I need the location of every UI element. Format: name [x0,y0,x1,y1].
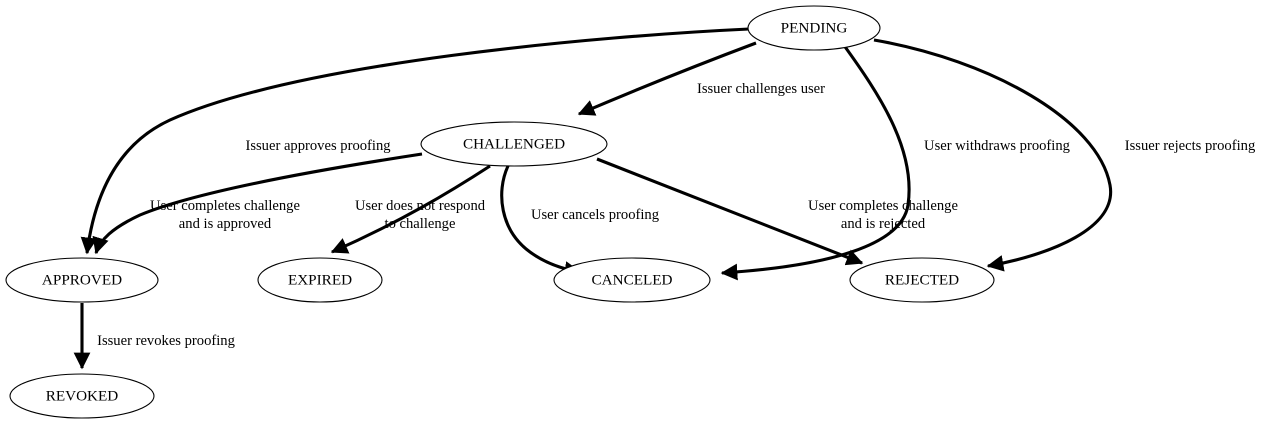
edge-pending-canceled [720,43,911,281]
node-expired[interactable]: EXPIRED [257,257,383,303]
node-approved-ellipse[interactable] [5,257,159,303]
edge-challenged-approved [92,152,423,255]
node-pending-label: PENDING [781,19,848,36]
edge-label-challenged-approved-line1: User completes challenge [150,198,300,214]
edge-label-challenged-canceled: User cancels proofing [531,207,660,223]
edge-label-pending-challenged: Issuer challenges user [697,81,825,97]
edge-label-challenged-approved-line2: and is approved [179,216,272,232]
node-revoked[interactable]: REVOKED [9,373,155,419]
node-approved-label: APPROVED [42,271,122,288]
edge-labels-layer: Issuer challenges user Issuer approves p… [97,81,1256,349]
edges-layer [73,27,1113,370]
edge-label-pending-approved: Issuer approves proofing [245,138,391,154]
node-challenged[interactable]: CHALLENGED [420,121,608,167]
node-canceled-label: CANCELED [592,271,673,288]
edge-challenged-rejected [596,157,864,266]
node-expired-label: EXPIRED [288,271,352,288]
edge-label-challenged-expired-line2: to challenge [385,216,456,232]
edge-label-challenged-rejected-line2: and is rejected [841,216,926,232]
edge-label-challenged-rejected-line1: User completes challenge [808,198,958,214]
node-pending-ellipse[interactable] [747,5,881,51]
node-pending[interactable]: PENDING [747,5,881,51]
node-challenged-ellipse[interactable] [420,121,608,167]
edge-label-approved-revoked: Issuer revokes proofing [97,333,235,349]
node-expired-ellipse[interactable] [257,257,383,303]
node-revoked-label: REVOKED [46,387,119,404]
edge-pending-approved [80,27,750,255]
node-canceled[interactable]: CANCELED [553,257,711,303]
edge-label-challenged-expired-line1: User does not respond [355,198,486,214]
node-rejected-ellipse[interactable] [849,257,995,303]
node-canceled-ellipse[interactable] [553,257,711,303]
node-revoked-ellipse[interactable] [9,373,155,419]
node-approved[interactable]: APPROVED [5,257,159,303]
node-rejected-label: REJECTED [885,271,959,288]
node-challenged-label: CHALLENGED [463,135,565,152]
nodes-layer: PENDING CHALLENGED APPROVED EXPIRED CANC… [5,5,995,419]
edge-label-pending-rejected: Issuer rejects proofing [1125,138,1256,154]
edge-challenged-expired [330,164,491,254]
edge-label-pending-canceled: User withdraws proofing [924,138,1071,154]
edge-pending-challenged [577,41,757,116]
node-rejected[interactable]: REJECTED [849,257,995,303]
edge-pending-rejected [873,38,1113,272]
edge-challenged-canceled [500,165,582,278]
